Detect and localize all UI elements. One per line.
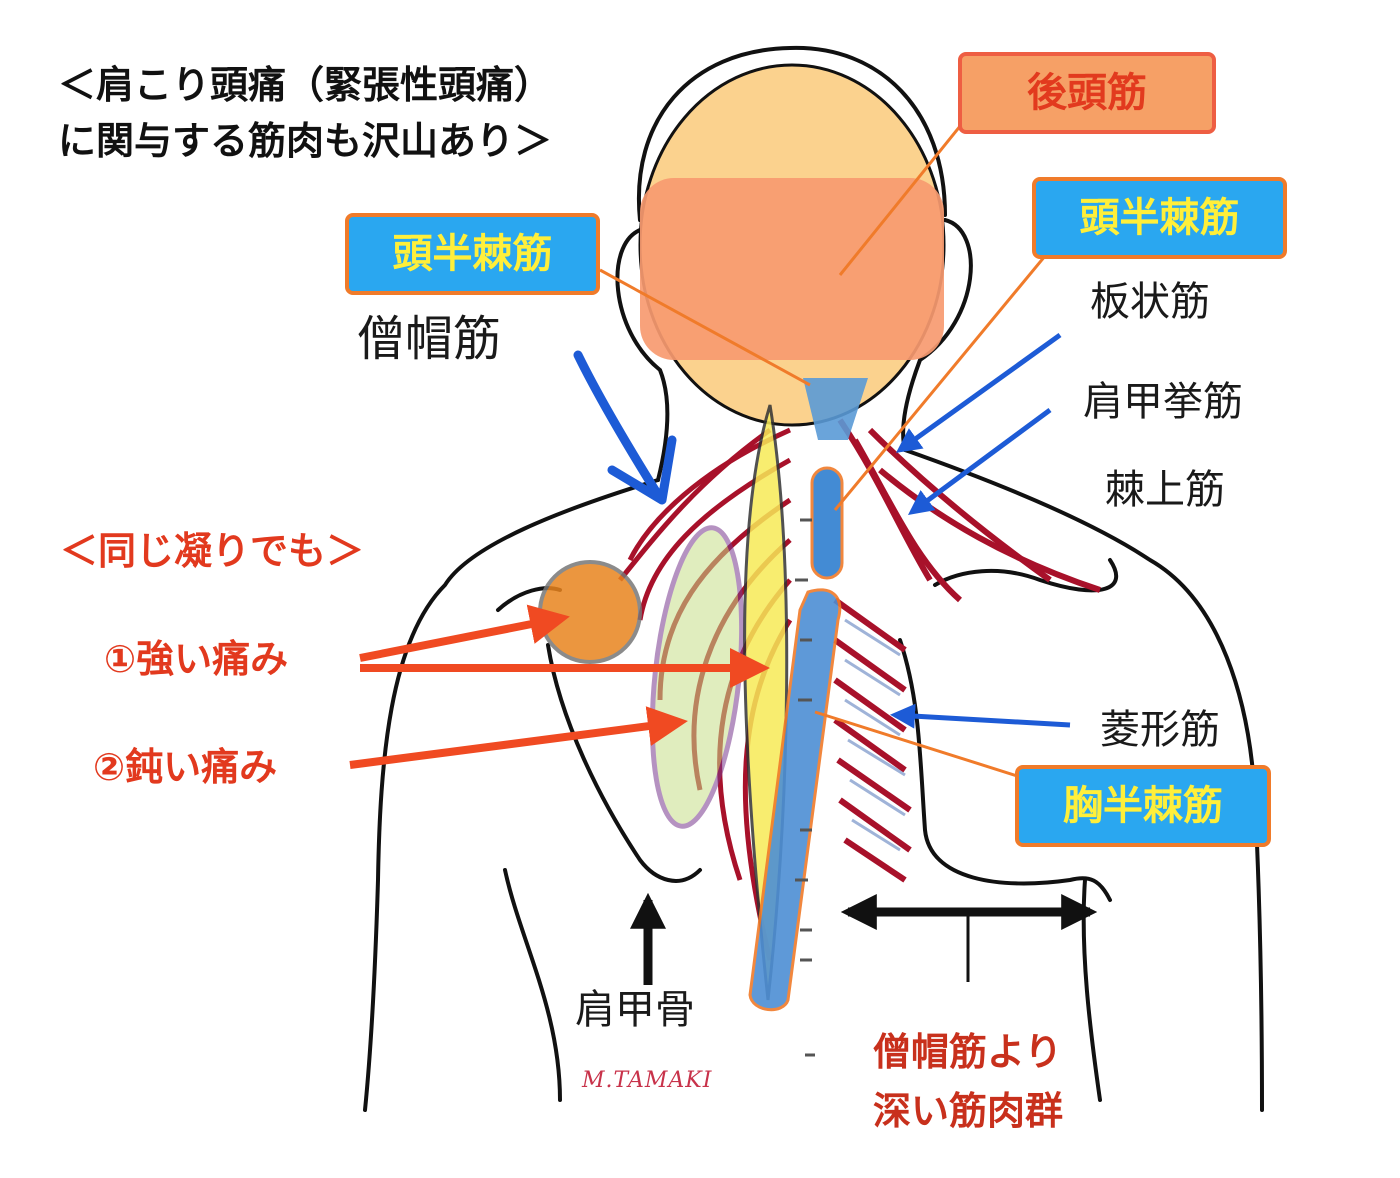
deeper-muscles-note-line-2: 深い筋肉群 xyxy=(873,1089,1064,1133)
pain-arrows xyxy=(349,604,770,769)
trapezius-label: 僧帽筋 xyxy=(357,311,502,367)
semispinalis-thoracis-bar xyxy=(748,588,842,1012)
levator-scapulae-label: 肩甲挙筋 xyxy=(1083,379,1243,425)
spine-dots xyxy=(795,518,815,1057)
dull-pain-note: ②鈍い痛み xyxy=(93,745,278,789)
width-double-arrow xyxy=(840,894,1098,982)
semispinalis-capitis-bar xyxy=(810,466,844,580)
scapula-label: 肩甲骨 xyxy=(575,987,695,1033)
title-line-2: に関与する筋肉も沢山あり＞ xyxy=(58,119,553,163)
label-leader-lines xyxy=(599,119,1052,782)
scapula-pain-spot xyxy=(538,560,642,664)
title-line-1: ＜肩こり頭痛（緊張性頭痛） xyxy=(58,63,553,107)
supraspinatus-label: 棘上筋 xyxy=(1105,467,1225,513)
deeper-muscles-note-line-1: 僧帽筋より xyxy=(873,1030,1063,1074)
deep-muscle-fibers xyxy=(833,418,1101,883)
same-stiffness-note: ＜同じ凝りでも＞ xyxy=(60,529,365,573)
muscle-pointer-arrows xyxy=(890,332,1071,729)
occipital-region xyxy=(640,178,944,360)
rhomboid-hatching xyxy=(844,618,906,852)
semispinalis-thoracis-label: 胸半棘筋 xyxy=(1015,765,1271,847)
occipital-label: 後頭筋 xyxy=(958,52,1216,134)
strong-pain-note: ①強い痛み xyxy=(104,637,289,681)
trapezius-scribble-arrow xyxy=(573,350,677,505)
rhomboid-label: 菱形筋 xyxy=(1100,707,1220,753)
author-signature: M.TAMAKI xyxy=(582,1068,713,1093)
semispinalis-capitis-label-left: 頭半棘筋 xyxy=(345,213,600,295)
splenius-label: 板状筋 xyxy=(1090,279,1210,325)
semispinalis-capitis-neck xyxy=(803,378,868,440)
semispinalis-capitis-label-right: 頭半棘筋 xyxy=(1032,177,1287,259)
